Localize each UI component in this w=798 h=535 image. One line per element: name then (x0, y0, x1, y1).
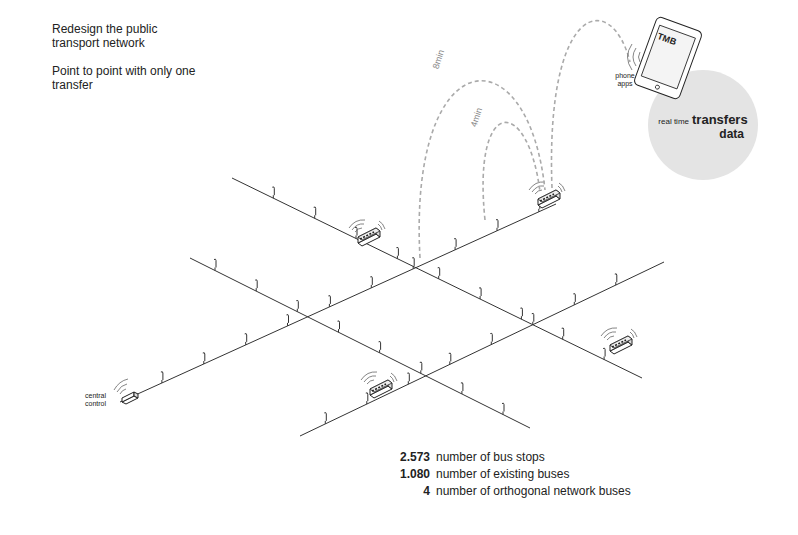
stat-text: number of existing buses (436, 467, 569, 481)
text-row: real timetransfers (658, 110, 747, 128)
bus-stop (255, 280, 257, 291)
bus-stop (479, 288, 481, 299)
bus-stop (562, 328, 564, 339)
stat-number: 1.080 (380, 467, 430, 481)
bus-stop (296, 300, 298, 311)
bus-stop (366, 393, 368, 404)
bus-stop (603, 348, 605, 359)
bus-stop (490, 333, 492, 344)
bus-stop (355, 227, 357, 238)
highlight-text: transfers (692, 112, 748, 127)
bus-stop (573, 294, 575, 305)
bus-stop (379, 341, 381, 352)
bus-stop (438, 267, 440, 278)
bus-stop (328, 296, 330, 307)
subtitle-text: Point to point with only one transfer (52, 64, 202, 93)
bus-stop (420, 362, 422, 373)
title-text: Redesign the public transport network (52, 22, 202, 51)
bus-stop (324, 413, 326, 424)
bus-stop (412, 258, 414, 269)
phone-logo: TMB (656, 31, 678, 48)
bus-stop (496, 219, 498, 230)
bus-stop (287, 315, 289, 326)
bus-stop (214, 259, 216, 270)
bus-stop (396, 247, 398, 258)
bus-stop (203, 353, 205, 364)
bus-stop (407, 373, 409, 384)
bus-stop (520, 308, 522, 319)
control-label: central control (70, 392, 106, 407)
bus-stop (454, 238, 456, 249)
time-label: 4min (468, 105, 485, 129)
bus-stop (449, 353, 451, 364)
stat-number: 2.573 (380, 450, 430, 464)
bus-stop (161, 372, 163, 383)
bus-stop (338, 321, 340, 332)
info-circle: real timetransfersdata (648, 70, 758, 180)
node-text: real time (658, 117, 689, 126)
bus-stop (461, 383, 463, 394)
bus-stop (502, 403, 504, 414)
node-text: data (648, 128, 758, 142)
bus-stop (272, 187, 274, 198)
bus-stop (615, 274, 617, 285)
bus-stop (370, 277, 372, 288)
stat-text: number of orthogonal network buses (436, 484, 631, 498)
phone-label: phone apps (610, 72, 640, 87)
bus-stop (314, 207, 316, 218)
bus-stop (245, 334, 247, 345)
time-label: 8min (430, 47, 447, 71)
bus-stop (532, 313, 534, 324)
stat-number: 4 (380, 484, 430, 498)
stat-text: number of bus stops (436, 450, 545, 464)
